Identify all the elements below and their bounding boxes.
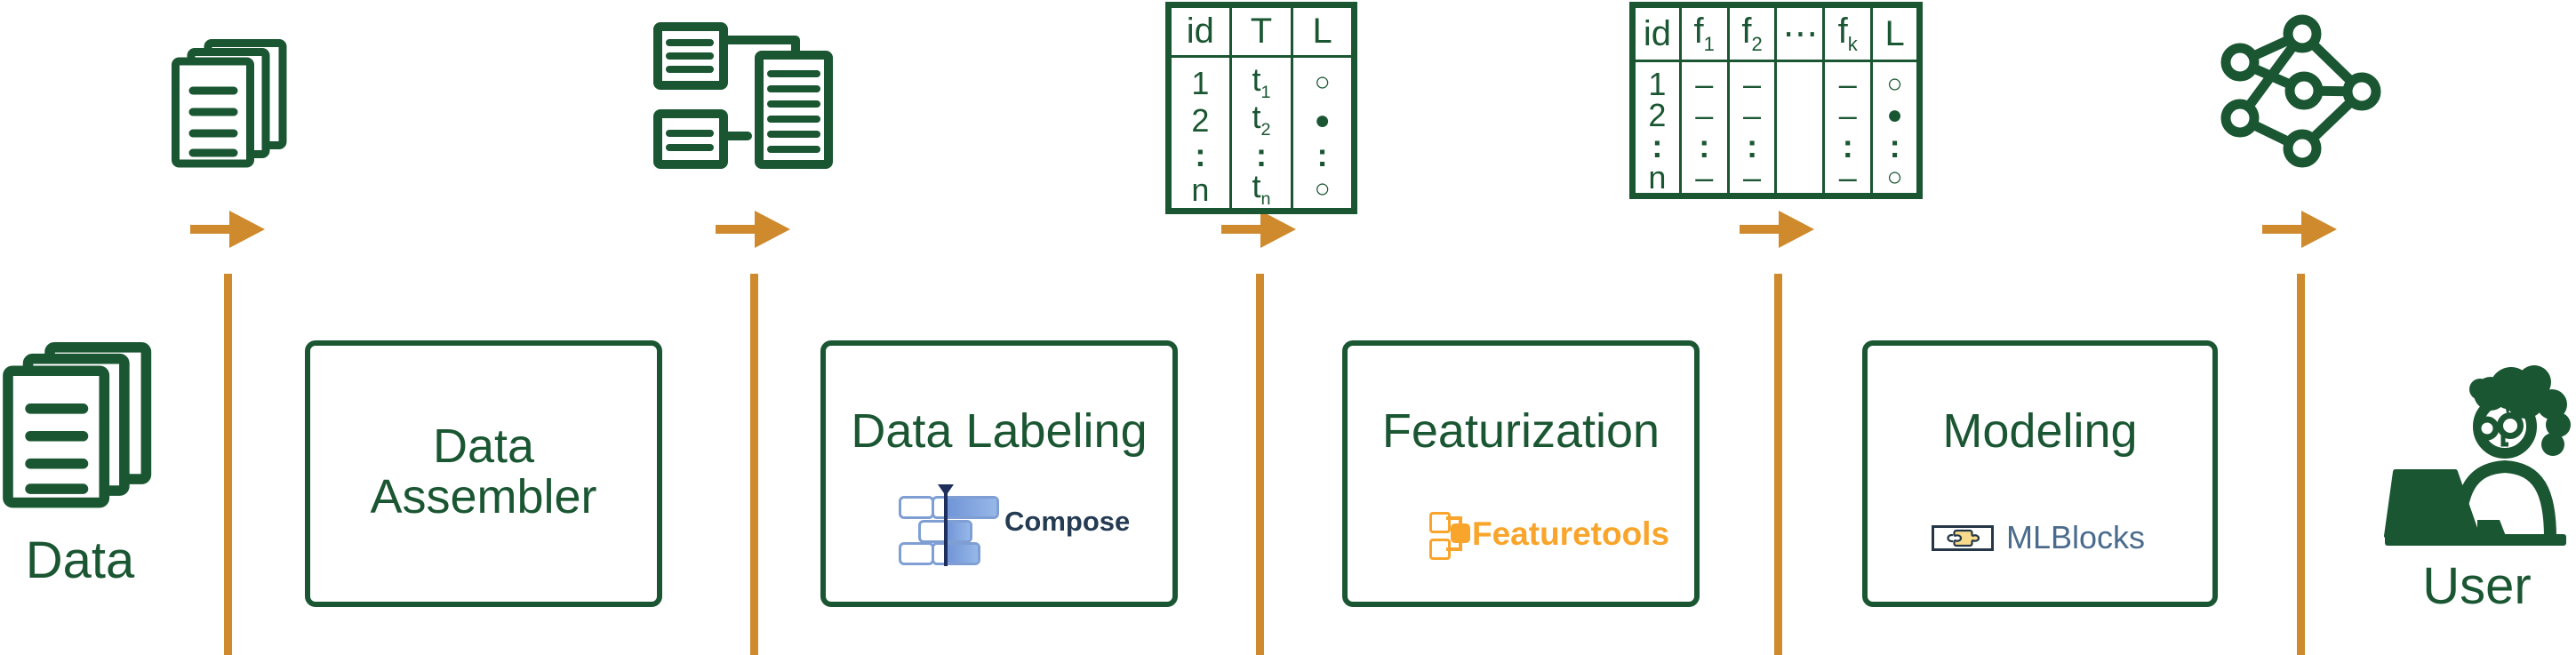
table-cell bbox=[1774, 162, 1824, 196]
table-cell: : bbox=[1195, 136, 1206, 173]
stage-box-data-labeling: Data Labeling Compose bbox=[820, 340, 1178, 607]
table-cell: 1 bbox=[1648, 66, 1667, 102]
mlblocks-wordmark: MLBlocks bbox=[2006, 519, 2146, 555]
table-header-cell: L bbox=[1291, 4, 1355, 58]
mlblocks-logo: MLBlocks bbox=[1932, 519, 2145, 556]
stage-box-featurization: Featurization Featuretools bbox=[1342, 340, 1700, 607]
table-cell: n bbox=[1191, 171, 1210, 208]
table-cell: – bbox=[1822, 100, 1872, 132]
table-cell: n bbox=[1648, 159, 1667, 196]
featuretools-node bbox=[1429, 512, 1451, 533]
arrow-right-icon-4 bbox=[1740, 211, 1814, 248]
compose-bar bbox=[932, 542, 980, 565]
table-header-cell: T bbox=[1228, 4, 1292, 58]
flow-line-4 bbox=[1774, 274, 1782, 655]
table-header-cell: f1 bbox=[1678, 4, 1729, 62]
stage-title: Featurization bbox=[1381, 404, 1660, 458]
table-cell: – bbox=[1726, 162, 1776, 196]
table-cell bbox=[1774, 60, 1824, 100]
table-cell bbox=[1774, 100, 1824, 132]
stage-title: Modeling bbox=[1942, 404, 2138, 458]
user-at-laptop-icon bbox=[2384, 365, 2571, 546]
table-row: 2–––● bbox=[1633, 97, 1920, 134]
table-cell: – bbox=[1678, 162, 1729, 196]
table-cell: – bbox=[1678, 60, 1729, 100]
table-cell: t2 bbox=[1228, 101, 1292, 140]
table-cell bbox=[1774, 131, 1824, 163]
table-cell: t1 bbox=[1228, 56, 1292, 102]
table-header-cell: id bbox=[1632, 4, 1681, 62]
flow-line-5 bbox=[2297, 274, 2305, 655]
table-header-cell: L bbox=[1870, 4, 1920, 62]
table-cell: tn bbox=[1228, 170, 1292, 212]
arrow-right-icon-3 bbox=[1221, 211, 1296, 248]
compose-bar bbox=[932, 496, 999, 519]
table-cell: – bbox=[1726, 60, 1776, 100]
table-cell: ○ bbox=[1291, 170, 1355, 212]
arrow-right-icon-2 bbox=[716, 211, 790, 248]
table-cell: ○ bbox=[1291, 56, 1355, 102]
data-label: Data bbox=[25, 531, 135, 589]
table-cell: 1 bbox=[1191, 64, 1210, 101]
documents-merge-icon bbox=[653, 22, 833, 169]
featuretools-logo: Featuretools bbox=[1422, 509, 1698, 560]
table-cell: : bbox=[1652, 128, 1663, 165]
table-row: ::::: bbox=[1633, 128, 1920, 165]
neural-network-icon bbox=[2220, 14, 2381, 168]
table-cell: ○ bbox=[1870, 162, 1920, 196]
table-row: 1 t1○ bbox=[1169, 56, 1355, 102]
arrow-right-icon-1 bbox=[190, 211, 265, 248]
table-cell: : bbox=[1726, 131, 1776, 163]
data-documents-icon bbox=[3, 342, 152, 508]
table-cell: : bbox=[1870, 131, 1920, 163]
table-header-cell: f2 bbox=[1726, 4, 1776, 62]
table-cell: ● bbox=[1291, 101, 1355, 140]
table-cell: – bbox=[1726, 100, 1776, 132]
table-cell: – bbox=[1678, 100, 1729, 132]
table-row: 1–––○ bbox=[1633, 60, 1920, 102]
table-cell: ● bbox=[1870, 100, 1920, 132]
user-label: User bbox=[2422, 557, 2532, 615]
table-header-cell: fk bbox=[1822, 4, 1872, 62]
table-cell: : bbox=[1291, 139, 1355, 171]
puzzle-icon bbox=[1932, 524, 1994, 551]
table-row: ::: bbox=[1169, 136, 1355, 173]
table-cell: : bbox=[1822, 131, 1872, 163]
table-cell: : bbox=[1228, 139, 1292, 171]
table-header-cell: ⋯ bbox=[1774, 4, 1824, 62]
compose-bar bbox=[899, 542, 934, 565]
table-cell: 2 bbox=[1191, 102, 1210, 140]
arrow-right-icon-5 bbox=[2262, 211, 2337, 248]
stage-box-modeling: Modeling MLBlocks bbox=[1862, 340, 2218, 607]
glasses-icon bbox=[2475, 416, 2500, 441]
compose-wordmark: Compose bbox=[1004, 506, 1131, 537]
compose-bar bbox=[899, 496, 934, 519]
table-row: 2 t2● bbox=[1169, 101, 1355, 140]
stage-title: Data Labeling bbox=[851, 404, 1148, 458]
featuretools-wordmark: Featuretools bbox=[1472, 515, 1670, 552]
table-header-cell: id bbox=[1168, 4, 1231, 58]
compose-logo: Compose bbox=[896, 484, 1131, 569]
featuretools-node-filled bbox=[1451, 523, 1470, 543]
table-cell: – bbox=[1822, 60, 1872, 100]
table-cell: : bbox=[1678, 131, 1729, 163]
table-cell: – bbox=[1822, 162, 1872, 196]
table-cell: 2 bbox=[1648, 97, 1667, 134]
table-cell: ○ bbox=[1870, 60, 1920, 100]
flow-line-3 bbox=[1256, 274, 1264, 655]
compose-marker-icon bbox=[938, 484, 954, 496]
laptop-icon bbox=[2384, 469, 2480, 539]
compose-cutoff-line bbox=[944, 487, 948, 566]
documents-stack-icon bbox=[172, 39, 287, 168]
flow-line-1 bbox=[224, 274, 232, 655]
flow-line-2 bbox=[750, 274, 758, 655]
table-row: n–––○ bbox=[1633, 162, 1920, 196]
